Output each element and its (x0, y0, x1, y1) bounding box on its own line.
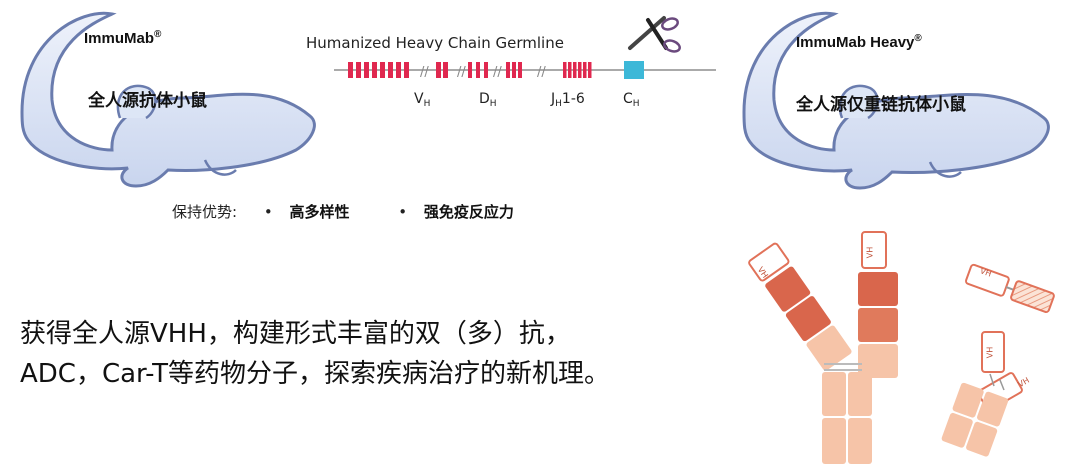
gene-segment-bar (484, 62, 488, 78)
gene-segment-bar (588, 62, 592, 78)
antibody-hcab-right (941, 331, 1023, 457)
domain-dark (765, 266, 811, 312)
gene-segment-bar (364, 62, 369, 78)
advantages-row: 保持优势: • 高多样性 • 强免疫反应力 (172, 201, 514, 222)
vh-label: VH (755, 265, 770, 280)
vh-label: VH (978, 266, 993, 279)
left-mouse-name: 全人源抗体小鼠 (88, 91, 207, 111)
gene-segment-bar (518, 62, 522, 78)
vh-label: VH (865, 246, 875, 259)
domain-dark (785, 296, 831, 342)
left-mouse-brand: ImmuMab® (84, 29, 162, 47)
gene-segment-bar (372, 62, 377, 78)
vh-segment-label: VH (414, 91, 431, 109)
bullet: • (398, 203, 408, 221)
gene-segment-bar (476, 62, 480, 78)
domain-dark (858, 308, 898, 342)
advantage-item: 高多样性 (289, 203, 350, 221)
dh-segment-label: DH (479, 91, 497, 109)
gene-segment-bar (388, 62, 393, 78)
gene-segment-bar (468, 62, 472, 78)
headline-line-2: ADC，Car-T等药物分子，探索疾病治疗的新机理。 (20, 359, 610, 389)
ch-segment-label: CH (623, 91, 640, 109)
break-mark: // (537, 65, 546, 80)
break-mark: // (493, 65, 502, 80)
gene-segment-bar (563, 62, 567, 78)
gene-segment-bar (356, 62, 361, 78)
germline-title: Humanized Heavy Chain Germline (306, 34, 564, 52)
gene-segment-bar (380, 62, 385, 78)
gene-segment-bar (573, 62, 577, 78)
dh-segments (468, 62, 522, 78)
right-mouse-brand: ImmuMab Heavy® (796, 33, 922, 51)
advantages-label: 保持优势: (172, 203, 238, 221)
bullet: • (263, 203, 273, 221)
break-mark: // (457, 65, 466, 80)
headline-line-1: 获得全人源VHH，构建形式丰富的双（多）抗， (20, 319, 571, 349)
ch-constant-segment (624, 61, 644, 79)
gene-segment-bar (583, 62, 587, 78)
break-mark: // (420, 65, 429, 80)
gene-segment-bar (506, 62, 510, 78)
scissors-icon (628, 16, 681, 53)
gene-segment-bar (348, 62, 353, 78)
domain-light (858, 344, 898, 378)
jh-segments (563, 62, 592, 78)
vh-label: VH (985, 346, 995, 359)
vh-domain (748, 242, 790, 282)
headline: 获得全人源VHH，构建形式丰富的双（多）抗， ADC，Car-T等药物分子，探索… (20, 314, 610, 394)
gene-segment-bar (568, 62, 572, 78)
gene-segment-bar (443, 62, 448, 78)
gene-segment-bar (512, 62, 516, 78)
jh-segment-label: JH1-6 (551, 91, 585, 109)
domain-dark (858, 272, 898, 306)
advantage-item: 强免疫反应力 (423, 203, 514, 221)
right-mouse-name: 全人源仅重链抗体小鼠 (796, 95, 966, 115)
gene-segment-bar (436, 62, 441, 78)
domain-light (806, 325, 852, 371)
vh-label: VH (1016, 375, 1031, 390)
antibody-y-left (748, 231, 898, 464)
gene-segment-bar (578, 62, 582, 78)
antibody-tandem-vhh (965, 263, 1055, 314)
vh-segments (348, 62, 448, 78)
gene-segment-bar (404, 62, 409, 78)
gene-segment-bar (396, 62, 401, 78)
